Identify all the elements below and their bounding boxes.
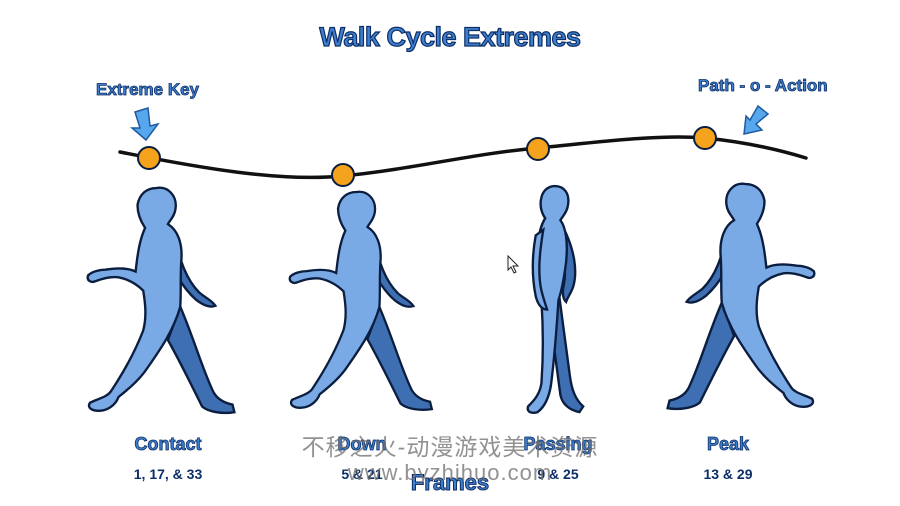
pose-frames-down: 5 & 21 xyxy=(341,466,383,482)
extreme-key-callout: Extreme Key xyxy=(96,80,200,100)
pose-frames-contact: 1, 17, & 33 xyxy=(133,466,203,482)
pose-frames-passing: 9 & 25 xyxy=(537,466,579,482)
mouse-cursor-icon xyxy=(507,254,520,274)
pose-label-peak: Peak xyxy=(706,434,750,455)
diagram-title: Walk Cycle Extremes xyxy=(319,21,582,52)
arrow-down-icon xyxy=(129,107,160,142)
pose-label-down: Down xyxy=(337,434,387,455)
path-of-action-callout: Path - o - Action xyxy=(698,76,829,96)
extreme-key-dot xyxy=(693,126,717,150)
pose-frames-peak: 13 & 29 xyxy=(703,466,753,482)
pose-label-passing: Passing xyxy=(523,434,593,455)
pose-label-contact: Contact xyxy=(134,434,202,455)
extreme-key-dot xyxy=(331,163,355,187)
figure-contact xyxy=(86,186,236,415)
figure-down xyxy=(288,190,433,411)
watermark-text: 不移之火-动漫游戏美术资源 xyxy=(301,434,599,460)
figure-peak xyxy=(666,182,816,411)
extreme-key-dot xyxy=(137,146,161,170)
extreme-key-dot xyxy=(526,137,550,161)
figure-passing xyxy=(526,184,585,415)
watermark-url: www.byzhihuo.com xyxy=(347,460,553,485)
arrow-down-left-icon xyxy=(743,104,770,135)
frames-heading: Frames xyxy=(410,470,490,496)
path-of-action-curve xyxy=(118,135,808,180)
